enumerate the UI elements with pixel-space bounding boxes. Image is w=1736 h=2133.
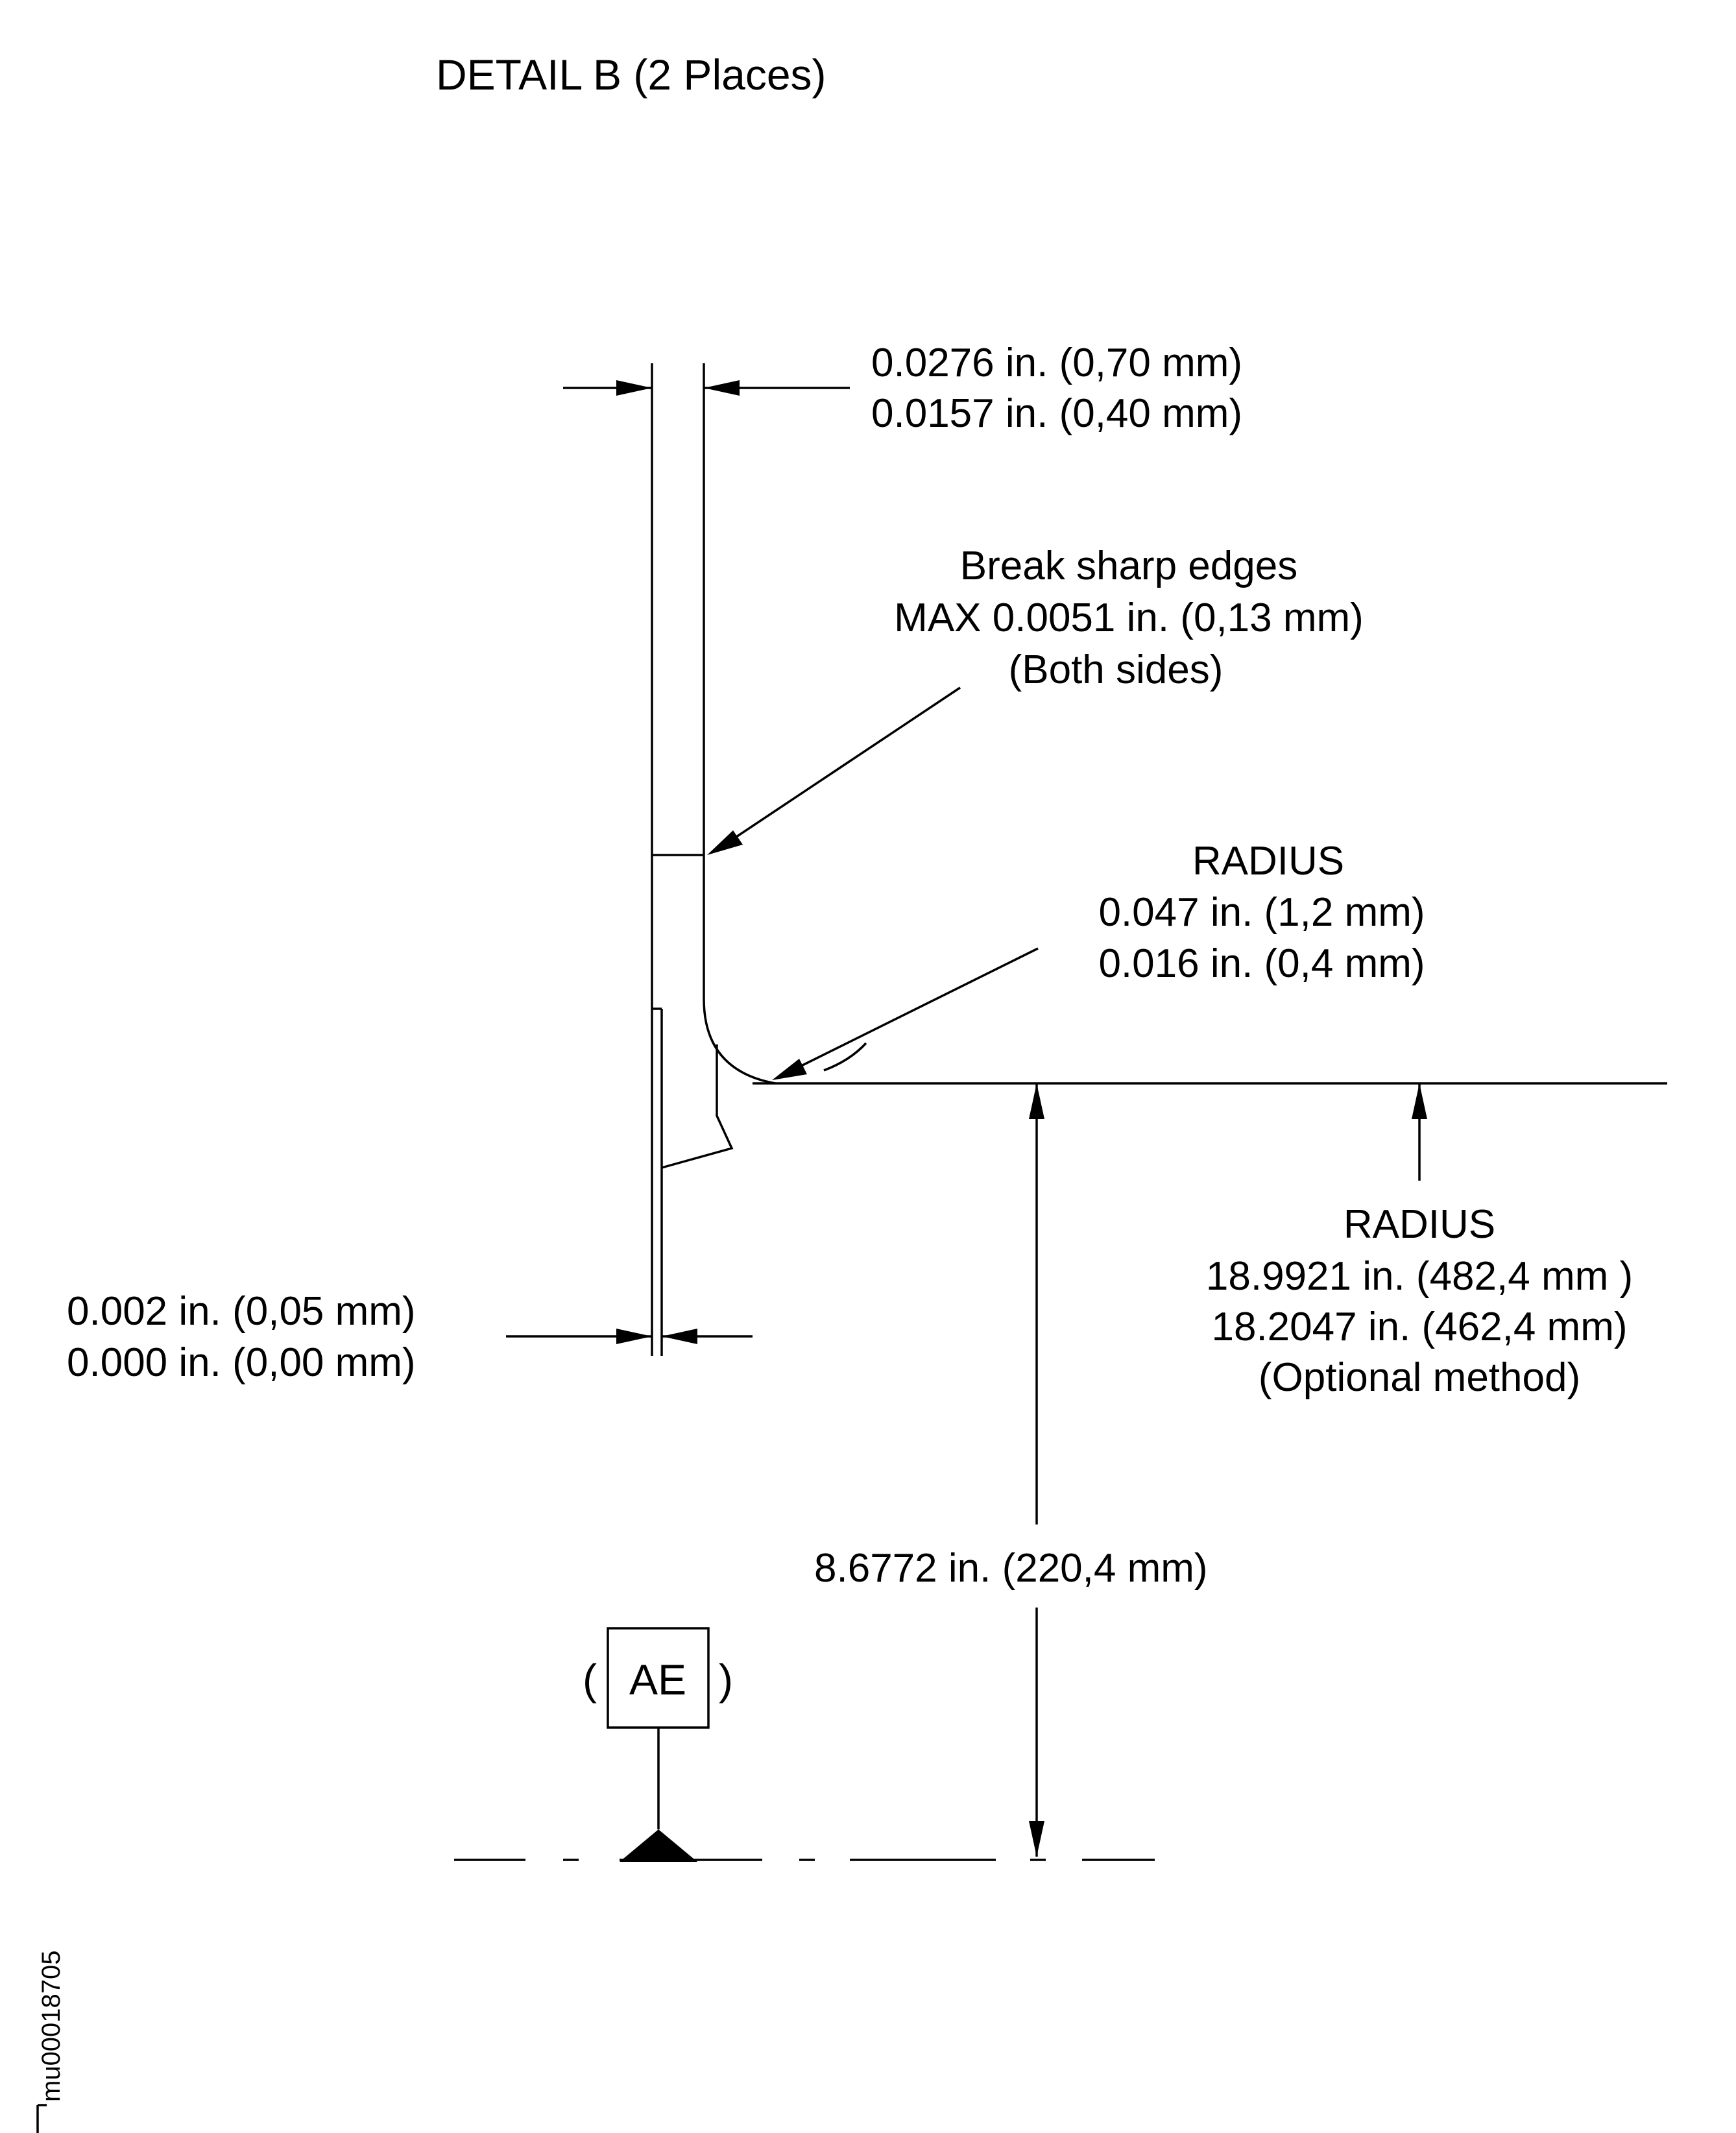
datum-open-paren: (: [583, 1656, 597, 1704]
radius-large-line4: (Optional method): [1259, 1355, 1580, 1400]
dim-height-label: 8.6772 in. (220,4 mm): [814, 1546, 1208, 1591]
dim-top-line2: 0.0157 in. (0,40 mm): [871, 391, 1242, 436]
datum-label: AE: [629, 1656, 686, 1704]
radius-small-line3: 0.016 in. (0,4 mm): [1098, 941, 1425, 986]
dim-left-line2: 0.000 in. (0,00 mm): [67, 1340, 416, 1385]
dim-top-lines: [563, 380, 850, 396]
blade-outline: [651, 363, 776, 1356]
radius-small-line2: 0.047 in. (1,2 mm): [1098, 890, 1425, 935]
radius-small-leader: [772, 947, 1039, 1080]
radius-small-line1: RADIUS: [1192, 839, 1344, 884]
radius-large-arrow: [1412, 1083, 1427, 1181]
break-edges-leader: [707, 686, 961, 855]
dim-left-lines: [506, 1329, 753, 1344]
radius-large-line2: 18.9921 in. (482,4 mm ): [1206, 1254, 1633, 1299]
datum-symbol: [607, 1627, 710, 1862]
radius-large-line1: RADIUS: [1344, 1202, 1495, 1247]
detail-title: DETAIL B (2 Places): [436, 51, 826, 99]
dim-height-lines: [1029, 1083, 1044, 1857]
break-edges-line3: (Both sides): [1009, 647, 1224, 692]
figure-id: mu00018705: [37, 1950, 66, 2102]
dim-left-line1: 0.002 in. (0,05 mm): [67, 1289, 416, 1334]
datum-close-paren: ): [719, 1656, 733, 1704]
dim-top-line1: 0.0276 in. (0,70 mm): [871, 341, 1242, 385]
break-edges-line2: MAX 0.0051 in. (0,13 mm): [894, 596, 1364, 640]
radius-large-line3: 18.2047 in. (462,4 mm): [1211, 1305, 1627, 1349]
break-edges-line1: Break sharp edges: [960, 544, 1297, 588]
